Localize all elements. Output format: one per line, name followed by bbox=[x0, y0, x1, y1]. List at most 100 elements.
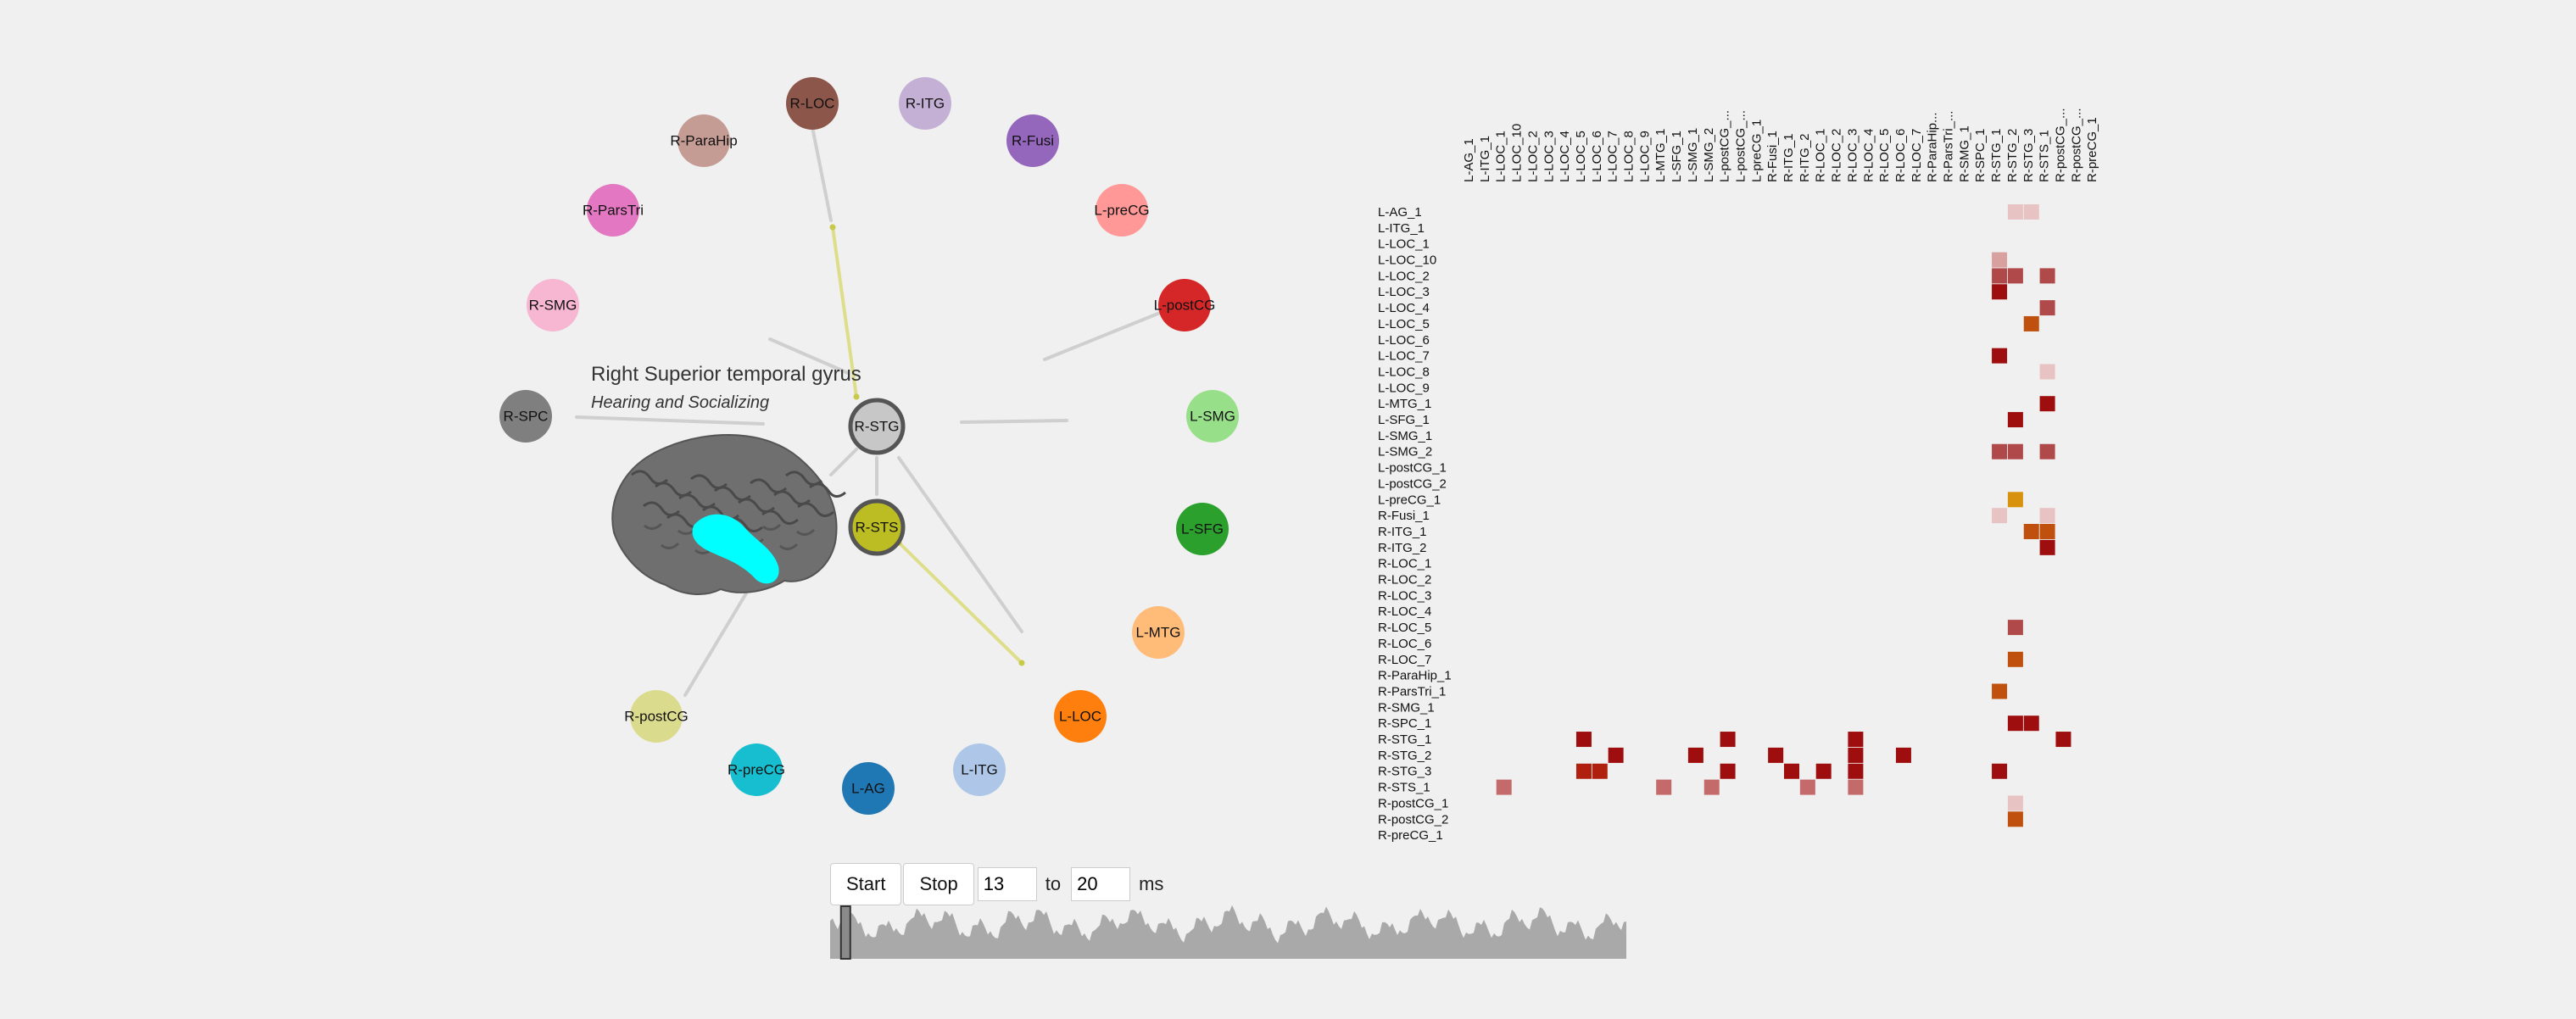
matrix-cell[interactable] bbox=[2039, 396, 2055, 412]
node-circle[interactable] bbox=[1176, 503, 1229, 555]
matrix-cell[interactable] bbox=[2007, 492, 2023, 508]
node-r-itg[interactable]: R-ITG bbox=[899, 77, 951, 130]
matrix-cell[interactable] bbox=[1895, 747, 1911, 763]
matrix-cell[interactable] bbox=[1992, 508, 2008, 524]
matrix-cell[interactable] bbox=[2023, 524, 2039, 539]
matrix-cell[interactable] bbox=[1784, 763, 1799, 779]
matrix-cell[interactable] bbox=[2007, 443, 2023, 459]
node-r-parahip[interactable]: R-ParaHip bbox=[670, 114, 738, 167]
node-circle[interactable] bbox=[1132, 606, 1185, 659]
node-l-itg[interactable]: L-ITG bbox=[953, 743, 1006, 796]
matrix-column-label: R-SPC_1 bbox=[1973, 129, 1988, 182]
stop-button[interactable]: Stop bbox=[903, 863, 974, 905]
matrix-cell[interactable] bbox=[2039, 443, 2055, 459]
matrix-cell[interactable] bbox=[1992, 683, 2008, 699]
matrix-row-label: R-LOC_5 bbox=[1378, 621, 1431, 635]
node-circle[interactable] bbox=[630, 690, 683, 743]
matrix-cell[interactable] bbox=[2007, 204, 2023, 220]
matrix-cell[interactable] bbox=[1720, 763, 1736, 779]
matrix-cell[interactable] bbox=[2039, 300, 2055, 316]
node-r-stg[interactable]: R-STG bbox=[848, 398, 906, 455]
matrix-cell[interactable] bbox=[2007, 716, 2023, 732]
matrix-cell[interactable] bbox=[1496, 779, 1512, 795]
matrix-cell[interactable] bbox=[2007, 795, 2023, 811]
matrix-cell[interactable] bbox=[1799, 779, 1815, 795]
node-r-spc[interactable]: R-SPC bbox=[499, 390, 552, 443]
node-r-parstri[interactable]: R-ParsTri bbox=[583, 184, 644, 237]
node-circle[interactable] bbox=[848, 498, 906, 556]
node-circle[interactable] bbox=[1096, 184, 1148, 237]
node-circle[interactable] bbox=[899, 77, 951, 130]
node-l-precg[interactable]: L-preCG bbox=[1094, 184, 1150, 237]
node-circle[interactable] bbox=[677, 114, 730, 167]
node-circle[interactable] bbox=[842, 762, 895, 815]
node-circle[interactable] bbox=[587, 184, 639, 237]
matrix-cell[interactable] bbox=[1992, 763, 2008, 779]
node-l-smg[interactable]: L-SMG bbox=[1186, 390, 1239, 443]
node-circle[interactable] bbox=[1186, 390, 1239, 443]
time-to-input[interactable] bbox=[1071, 867, 1131, 901]
matrix-cell[interactable] bbox=[1815, 763, 1832, 779]
matrix-cell[interactable] bbox=[2007, 620, 2023, 636]
matrix-cell[interactable] bbox=[1848, 747, 1864, 763]
start-button[interactable]: Start bbox=[830, 863, 902, 905]
node-circle[interactable] bbox=[1158, 279, 1211, 331]
matrix-cell[interactable] bbox=[2007, 651, 2023, 667]
matrix-cell[interactable] bbox=[2055, 732, 2071, 748]
node-l-sfg[interactable]: L-SFG bbox=[1176, 503, 1229, 555]
matrix-cell[interactable] bbox=[1848, 779, 1864, 795]
matrix-cell[interactable] bbox=[1992, 252, 2008, 268]
node-circle[interactable] bbox=[953, 743, 1006, 796]
node-circle[interactable] bbox=[1006, 114, 1059, 167]
time-scrubber-handle[interactable] bbox=[839, 905, 851, 960]
matrix-cell[interactable] bbox=[1592, 763, 1608, 779]
matrix-cell[interactable] bbox=[2039, 364, 2055, 380]
matrix-cell[interactable] bbox=[2023, 716, 2039, 732]
node-circle[interactable] bbox=[730, 743, 783, 796]
matrix-cell[interactable] bbox=[1992, 268, 2008, 284]
matrix-cell[interactable] bbox=[1992, 443, 2008, 459]
matrix-row-label: L-LOC_6 bbox=[1378, 333, 1430, 348]
matrix-cell[interactable] bbox=[2007, 811, 2023, 827]
matrix-cell[interactable] bbox=[2039, 539, 2055, 555]
matrix-row-label: L-AG_1 bbox=[1378, 205, 1422, 220]
matrix-cell[interactable] bbox=[1848, 732, 1864, 748]
matrix-cell[interactable] bbox=[2023, 315, 2039, 331]
node-r-sts[interactable]: R-STS bbox=[848, 498, 906, 556]
matrix-cell[interactable] bbox=[1720, 732, 1736, 748]
matrix-cell[interactable] bbox=[1687, 747, 1703, 763]
node-r-postcg[interactable]: R-postCG bbox=[624, 690, 689, 743]
matrix-cell[interactable] bbox=[1575, 732, 1592, 748]
matrix-cell[interactable] bbox=[2007, 268, 2023, 284]
matrix-cell[interactable] bbox=[1575, 763, 1592, 779]
node-circle[interactable] bbox=[786, 77, 839, 130]
node-l-mtg[interactable]: L-MTG bbox=[1132, 606, 1185, 659]
node-circle[interactable] bbox=[848, 398, 906, 455]
node-circle[interactable] bbox=[527, 279, 579, 331]
matrix-cell[interactable] bbox=[1608, 747, 1624, 763]
node-r-precg[interactable]: R-preCG bbox=[728, 743, 785, 796]
matrix-cell[interactable] bbox=[1703, 779, 1720, 795]
node-r-loc[interactable]: R-LOC bbox=[786, 77, 839, 130]
matrix-cell[interactable] bbox=[2023, 204, 2039, 220]
node-r-smg[interactable]: R-SMG bbox=[527, 279, 579, 331]
node-l-ag[interactable]: L-AG bbox=[842, 762, 895, 815]
matrix-cell[interactable] bbox=[1992, 348, 2008, 364]
node-r-fusi[interactable]: R-Fusi bbox=[1006, 114, 1059, 167]
matrix-cell[interactable] bbox=[2039, 508, 2055, 524]
matrix-cell[interactable] bbox=[2007, 412, 2023, 428]
matrix-cell[interactable] bbox=[1848, 763, 1864, 779]
time-from-input[interactable] bbox=[977, 867, 1037, 901]
matrix-cell[interactable] bbox=[1992, 284, 2008, 300]
edge-endpoint bbox=[1018, 660, 1025, 666]
brain-sulcus bbox=[796, 528, 816, 536]
node-l-loc[interactable]: L-LOC bbox=[1054, 690, 1107, 743]
node-circle[interactable] bbox=[499, 390, 552, 443]
node-l-postcg[interactable]: L-postCG bbox=[1154, 279, 1216, 331]
matrix-cell[interactable] bbox=[1768, 747, 1784, 763]
node-circle[interactable] bbox=[1054, 690, 1107, 743]
matrix-cell[interactable] bbox=[2039, 524, 2055, 539]
timeline-waveform[interactable] bbox=[830, 905, 1626, 960]
matrix-cell[interactable] bbox=[1656, 779, 1672, 795]
matrix-cell[interactable] bbox=[2039, 268, 2055, 284]
